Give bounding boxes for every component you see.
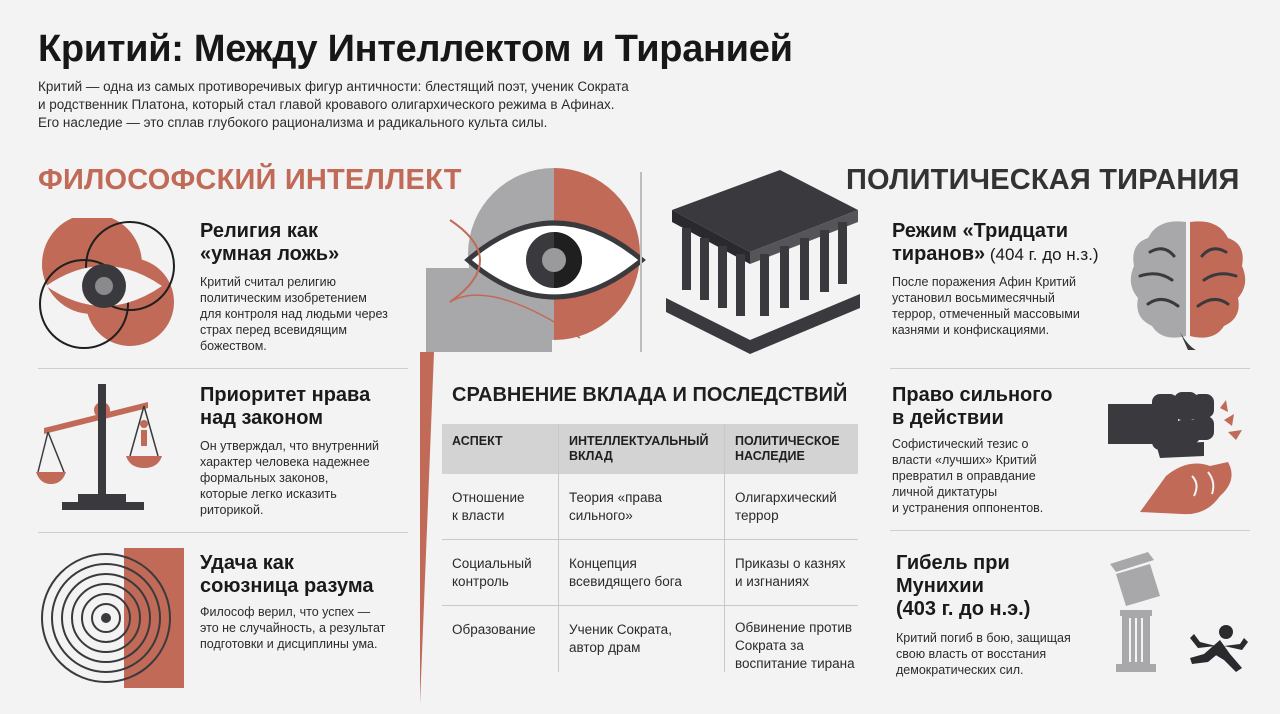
feature-title-line: Удача как xyxy=(200,552,294,574)
right-divider xyxy=(890,530,1250,531)
feature-text-line: личной диктатуры xyxy=(892,485,998,499)
feature-title-right-of-strong: Право сильного в действии xyxy=(892,384,1053,430)
feature-title-character: Приоритет нрава над законом xyxy=(200,384,370,430)
feature-title-thirty-tyrants: Режим «Тридцати тиранов» (404 г. до н.з.… xyxy=(892,220,1099,266)
temple-icon xyxy=(666,170,860,354)
feature-text-line: политическим изобретением xyxy=(200,291,367,305)
fist-icon xyxy=(1108,392,1242,515)
table-title: СРАВНЕНИЕ ВКЛАДА И ПОСЛЕДСТВИЙ xyxy=(452,384,848,406)
feature-text-thirty-tyrants: После поражения Афин Критий установил во… xyxy=(892,274,1118,338)
feature-title-religion: Религия как «умная ложь» xyxy=(200,220,339,266)
scales-icon xyxy=(36,384,162,510)
table-cell: Образование xyxy=(452,622,536,637)
section-title-tyranny: ПОЛИТИЧЕСКАЯ ТИРАНИЯ xyxy=(846,164,1240,196)
feature-text-fortune: Философ верил, что успех — это не случай… xyxy=(200,604,426,652)
brain-icon xyxy=(1130,221,1246,350)
feature-title-line: Религия как xyxy=(200,220,318,242)
feature-text-line: Критий погиб в бою, защищая xyxy=(896,631,1071,645)
feature-text-line: это не случайность, а результат xyxy=(200,621,386,635)
feature-text-line: свою власть от восстания xyxy=(896,647,1047,661)
section-title-philosophy: ФИЛОСОФСКИЙ ИНТЕЛЛЕКТ xyxy=(38,164,462,196)
table-cell: Ученик Сократа,автор драм xyxy=(558,606,724,672)
table-header-cell: ПОЛИТИЧЕСКОЕ НАСЛЕДИЕ xyxy=(724,424,858,474)
feature-text-line: Философ верил, что успех — xyxy=(200,605,371,619)
feature-text-character: Он утверждал, что внутренний характер че… xyxy=(200,438,420,518)
intro-line: и родственник Платона, который стал глав… xyxy=(38,97,615,112)
feature-title-line: Гибель при xyxy=(896,552,1010,574)
page-title: Критий: Между Интеллектом и Тиранией xyxy=(38,28,793,70)
feature-text-line: для контроля над людьми через xyxy=(200,307,388,321)
header-text: ПОЛИТИЧЕСКОЕ xyxy=(735,434,840,448)
comparison-table: АСПЕКТ ИНТЕЛЛЕКТУАЛЬНЫЙ ВКЛАД ПОЛИТИЧЕСК… xyxy=(442,424,858,672)
feature-text-line: характер человека надежнее xyxy=(200,455,370,469)
eye-icon xyxy=(449,219,646,339)
left-divider xyxy=(38,532,408,533)
center-divider xyxy=(640,172,642,352)
feature-text-line: казнями и конфискациями. xyxy=(892,323,1050,337)
feature-text-line: риторикой. xyxy=(200,503,264,517)
feature-title-line: Приоритет нрава xyxy=(200,384,371,406)
feature-title-line: союзница разума xyxy=(200,575,374,597)
feature-text-line: которые легко исказить xyxy=(200,487,337,501)
feature-text-line: Критий считал религию xyxy=(200,275,336,289)
feature-title-line: Режим «Тридцати xyxy=(892,220,1069,242)
feature-title-line: над законом xyxy=(200,407,324,429)
feature-text-line: и устранения оппонентов. xyxy=(892,501,1044,515)
feature-text-line: власти «лучших» Критий xyxy=(892,453,1037,467)
feature-text-line: установил восьмимесячный xyxy=(892,291,1055,305)
intro-line: Его наследие — это сплав глубокого рацио… xyxy=(38,115,548,130)
intro-text: Критий — одна из самых противоречивых фи… xyxy=(38,78,678,132)
falling-column-icon xyxy=(1110,552,1248,672)
feature-text-line: страх перед всевидящим xyxy=(200,323,347,337)
feature-title-line: (403 г. до н.э.) xyxy=(896,598,1031,620)
overlapping-circles-eye-icon xyxy=(39,218,175,349)
right-divider xyxy=(890,368,1250,369)
feature-text-religion: Критий считал религию политическим изобр… xyxy=(200,274,420,354)
feature-title-line: в действии xyxy=(892,407,1004,429)
table-header-row: АСПЕКТ ИНТЕЛЛЕКТУАЛЬНЫЙ ВКЛАД ПОЛИТИЧЕСК… xyxy=(442,424,858,474)
header-text: НАСЛЕДИЕ xyxy=(735,449,805,463)
left-divider xyxy=(38,368,408,369)
feature-title-line: «умная ложь» xyxy=(200,243,340,265)
feature-title-line: тиранов» (404 г. до н.з.) xyxy=(892,243,1099,265)
feature-text-line: превратил в оправдание xyxy=(892,469,1036,483)
feature-text-line: подготовки и дисциплины ума. xyxy=(200,637,378,651)
feature-title-munychia: Гибель при Мунихии (403 г. до н.э.) xyxy=(896,552,1030,621)
table-header-cell: АСПЕКТ xyxy=(442,424,558,474)
feature-text-line: После поражения Афин Критий xyxy=(892,275,1076,289)
header-text: ИНТЕЛЛЕКТУАЛЬНЫЙ xyxy=(569,434,709,448)
table-header-cell: ИНТЕЛЛЕКТУАЛЬНЫЙ ВКЛАД xyxy=(558,424,724,474)
feature-text-line: демократических сил. xyxy=(896,663,1024,677)
feature-text-line: божеством. xyxy=(200,339,267,353)
feature-text-munychia: Критий погиб в бою, защищая свою власть … xyxy=(896,630,1116,678)
header-text: ВКЛАД xyxy=(569,449,613,463)
concentric-circles-icon xyxy=(41,548,184,688)
header-text: АСПЕКТ xyxy=(452,434,503,448)
feature-title-line: Право сильного xyxy=(892,384,1053,406)
central-illustration xyxy=(420,168,860,704)
intro-line: Критий — одна из самых противоречивых фи… xyxy=(38,79,629,94)
feature-text-line: формальных законов, xyxy=(200,471,329,485)
feature-text-right-of-strong: Софистический тезис о власти «лучших» Кр… xyxy=(892,436,1112,516)
feature-title-fortune: Удача как союзница разума xyxy=(200,552,374,598)
feature-title-line: Мунихии xyxy=(896,575,984,597)
feature-text-line: Он утверждал, что внутренний xyxy=(200,439,380,453)
feature-text-line: террор, отмеченный массовыми xyxy=(892,307,1080,321)
red-wedge-shape xyxy=(420,352,434,704)
feature-text-line: Софистический тезис о xyxy=(892,437,1029,451)
table-row: Образование Ученик Сократа,автор драм Об… xyxy=(442,606,858,672)
